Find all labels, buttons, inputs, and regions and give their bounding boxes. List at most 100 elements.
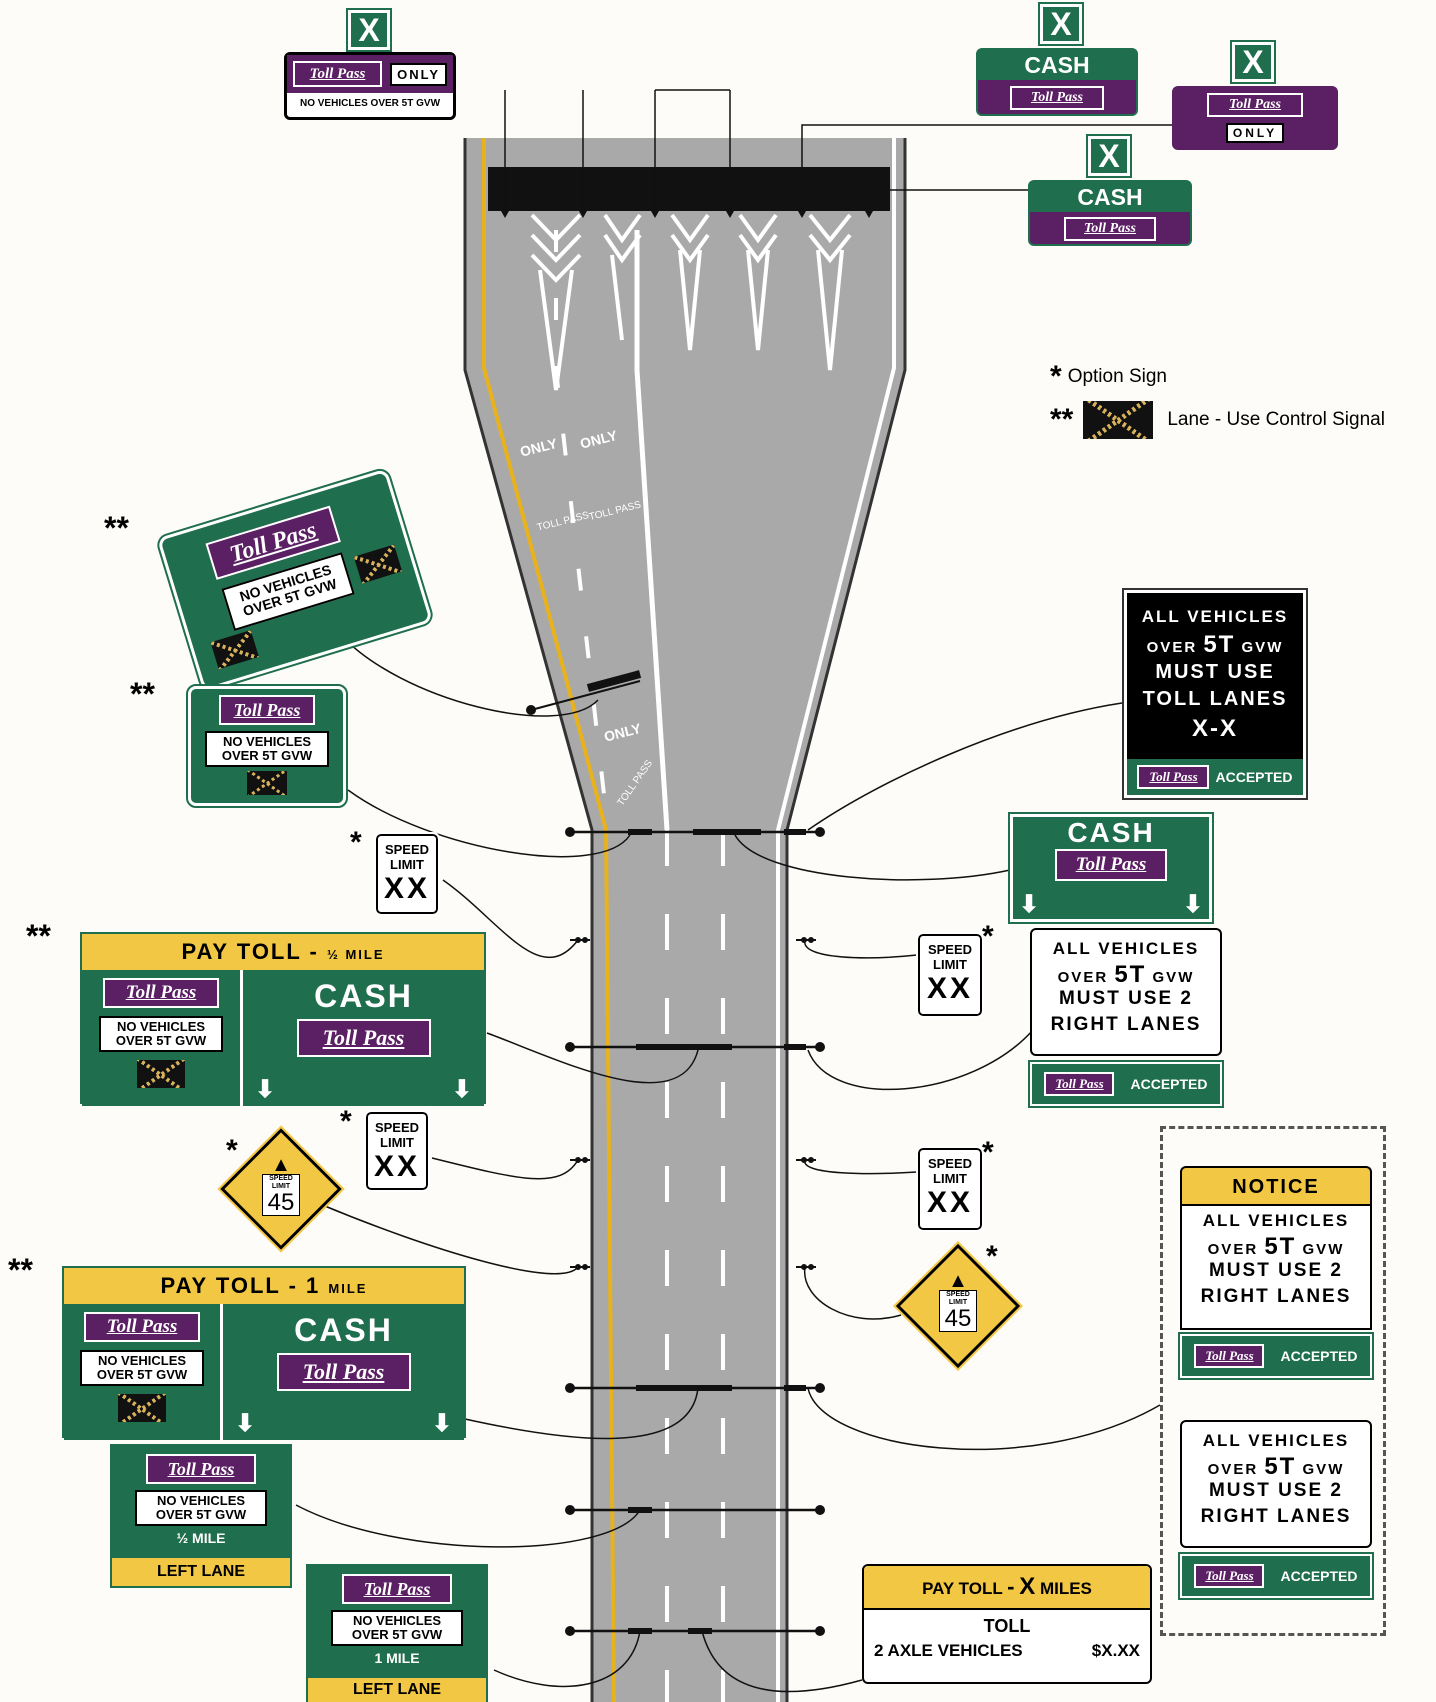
only-plate: ONLY [1225, 123, 1285, 143]
ground-sign-posts [530, 670, 816, 1270]
tollpass-logo: Toll Pass [103, 978, 219, 1008]
tollpass-logo: Toll Pass [342, 1574, 452, 1604]
booth-chevrons [530, 213, 852, 391]
legend: * Option Sign ** Lane - Use Control Sign… [1050, 360, 1430, 440]
left-lane-label: LEFT LANE [308, 1678, 486, 1702]
cash-label: CASH [1067, 817, 1155, 848]
road-edge-right [785, 138, 907, 1702]
tollpass-logo: Toll Pass [1207, 93, 1303, 117]
lucs-marker: ** [26, 918, 51, 954]
leader-lines [295, 89, 1174, 1693]
lucs-icon [247, 771, 287, 795]
arrow-up-icon: ▲ [948, 1270, 968, 1292]
tollpass-logo: Toll Pass [219, 695, 315, 725]
speed-limit-sign-1: SPEED LIMIT XX [374, 832, 440, 916]
all-vehicles-toll-lanes-sign: ALL VEHICLES OVER 5T GVW MUST USE TOLL L… [1122, 588, 1308, 800]
tollpass-accepted-bar: Toll Pass ACCEPTED [1028, 1060, 1224, 1108]
pay-toll-x-miles-sign: PAY TOLL - X MILES TOLL 2 AXLE VEHICLES … [862, 1564, 1152, 1684]
tollpass-logo: Toll Pass [1194, 1344, 1265, 1368]
legend-option-label: Option Sign [1067, 366, 1167, 387]
tollpass-logo: Toll Pass [84, 1312, 200, 1342]
gantry-posts [526, 705, 825, 1636]
option-marker: * [982, 920, 994, 953]
pay-toll-header: PAY TOLL - X MILES [864, 1566, 1150, 1610]
arrow-down-icon: ⬇ [235, 1410, 256, 1437]
pay-toll-header: PAY TOLL - 1 MILE [64, 1268, 464, 1304]
distance-label: ½ MILE [176, 1530, 226, 1546]
distance-label: 1 MILE [374, 1650, 420, 1666]
cash-tollpass-sign-2: CASH Toll Pass [1028, 180, 1192, 246]
tollpass-logo: Toll Pass [1064, 217, 1156, 241]
toll-rate: $X.XX [1091, 1641, 1140, 1660]
tollpass-logo: Toll Pass [1194, 1564, 1265, 1588]
cash-label: CASH [1024, 52, 1090, 78]
cash-label: CASH [1077, 184, 1143, 210]
tollpass-only-sign: Toll Pass ONLY NO VEHICLES OVER 5T GVW [284, 52, 456, 120]
lucs-marker: ** [104, 510, 129, 546]
tollpass-accepted-bar: Toll Pass ACCEPTED [1178, 1332, 1374, 1380]
lane-x-sign-2: X [1038, 2, 1084, 46]
lucs-icon [137, 1060, 185, 1088]
lucs-marker: ** [130, 676, 155, 712]
tollpass-accepted-bar: Toll Pass ACCEPTED [1178, 1552, 1374, 1600]
option-marker: * [982, 1136, 994, 1169]
notice-all-vehicles-sign: NOTICE ALL VEHICLES OVER 5T GVW MUST USE… [1178, 1166, 1374, 1386]
legend-option-marker: * [1050, 360, 1062, 393]
tollpass-accepted-bar: Toll Pass ACCEPTED [1127, 759, 1303, 795]
cash-label: CASH [294, 1312, 393, 1348]
toll-plaza-canopy [488, 167, 890, 211]
lucs-icon [118, 1394, 166, 1422]
tollpass-logo: Toll Pass [1137, 765, 1210, 789]
legend-lucs-label: Lane - Use Control Signal [1167, 409, 1385, 430]
tollpass-only-sign-2: Toll Pass ONLY [1172, 86, 1338, 150]
lucs-icon [1083, 401, 1154, 439]
toll-heading: TOLL [983, 1616, 1031, 1636]
yellow-edge-line [482, 138, 616, 1702]
road-edge-left [463, 138, 594, 1702]
lane-x-sign-3: X [1230, 40, 1276, 84]
lane-separation-line [634, 230, 670, 831]
lucs-marker: ** [8, 1252, 33, 1288]
tollpass-logo: Toll Pass [296, 1019, 431, 1057]
tollpass-logo: Toll Pass [146, 1454, 256, 1484]
lane-x-sign-4: X [1086, 134, 1132, 178]
legend-lucs-marker: ** [1050, 403, 1074, 436]
taper-dashed-line [554, 230, 610, 831]
cash-tollpass-sign-1: CASH Toll Pass [976, 48, 1138, 116]
option-marker: * [340, 1105, 352, 1138]
speed-limit-sign-2: SPEED LIMIT XX [364, 1110, 430, 1192]
arrow-down-icon: ⬇ [431, 1410, 452, 1437]
only-plate: ONLY [390, 62, 447, 86]
left-lane-label: LEFT LANE [112, 1558, 290, 1586]
pay-toll-header: PAY TOLL - ½ MILE [82, 934, 484, 970]
tollpass-logo: Toll Pass [1010, 86, 1104, 110]
arrow-down-icon: ⬇ [255, 1076, 276, 1103]
vehicle-class: 2 AXLE VEHICLES [874, 1641, 1023, 1660]
speed-limit-sign-3: SPEED LIMIT XX [916, 932, 984, 1018]
notice-header: NOTICE [1180, 1166, 1372, 1204]
connector-arrowheads [501, 211, 873, 218]
option-sign-group [1160, 1126, 1386, 1636]
lane-x-sign-1: X [346, 8, 392, 52]
all-vehicles-right-lanes-sign-1: ALL VEHICLES OVER 5T GVW MUST USE 2 RIGH… [1028, 928, 1224, 1108]
white-edge-line [776, 138, 896, 1702]
advisory-speed-content-1: ▲ SPEED LIMIT 45 [238, 1146, 324, 1232]
tollpass-logo: Toll Pass [293, 61, 383, 87]
lucs-icon [353, 544, 403, 584]
speed-limit-sign-4: SPEED LIMIT XX [916, 1146, 984, 1232]
all-vehicles-right-lanes-sign-2: ALL VEHICLES OVER 5T GVW MUST USE 2 RIGH… [1178, 1420, 1374, 1600]
arrow-down-icon: ⬇ [1182, 891, 1203, 918]
advisory-speed-content-2: ▲ SPEED LIMIT 45 [914, 1262, 1002, 1350]
tollpass-logo: Toll Pass [1044, 1072, 1115, 1096]
cash-tollpass-arrows-sign: CASH Toll Pass ⬇ ⬇ [1008, 812, 1214, 924]
